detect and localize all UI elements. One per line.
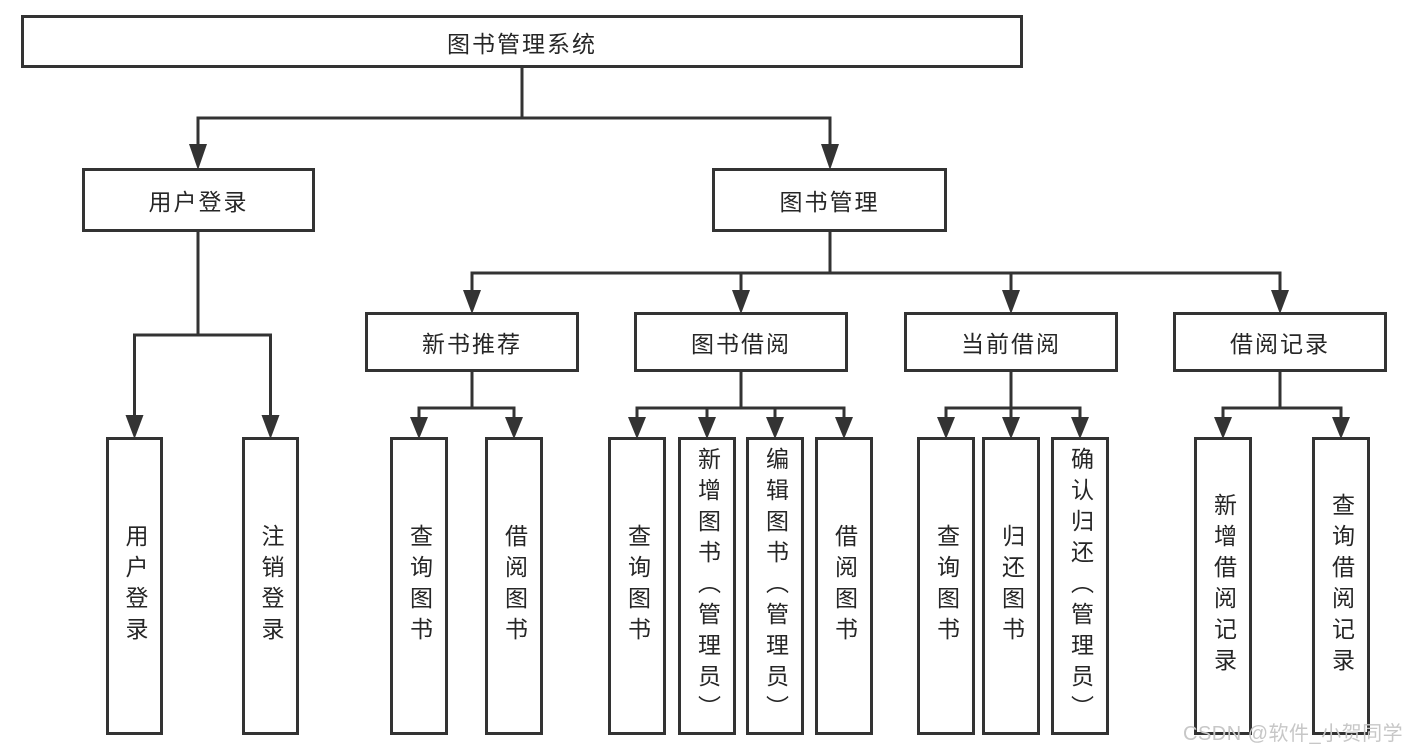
leaf-borrow-books-borrowing: 借阅图书 [815, 437, 873, 735]
leaf-add-borrow-record-label: 新增借阅记录 [1210, 493, 1237, 679]
leaf-borrow-books-borrowing-label: 借阅图书 [831, 524, 858, 648]
leaf-logout: 注销登录 [242, 437, 299, 735]
leaf-add-books-admin-label: 新增图书（管理员） [694, 446, 721, 726]
leaf-query-books-borrowing-label: 查询图书 [624, 524, 651, 648]
edge-current-children [937, 370, 1089, 439]
edge-book-mgmt-to-level3 [463, 230, 1289, 314]
edge-records-children [1214, 370, 1350, 439]
leaf-return-books-label: 归还图书 [998, 524, 1025, 648]
leaf-query-books-borrowing: 查询图书 [608, 437, 666, 735]
watermark-text: CSDN @软件_小贺同学 [1183, 723, 1404, 745]
node-current-borrowing-label: 当前借阅 [961, 331, 1061, 357]
node-new-book-recommendation-label: 新书推荐 [422, 331, 522, 357]
edge-recommend-children [410, 370, 523, 439]
edge-user-login-children [125, 230, 280, 439]
node-new-book-recommendation: 新书推荐 [365, 312, 579, 372]
node-borrowing-records-label: 借阅记录 [1230, 331, 1330, 357]
node-book-management: 图书管理 [712, 168, 947, 232]
leaf-edit-books-admin: 编辑图书（管理员） [746, 437, 804, 735]
leaf-user-login: 用户登录 [106, 437, 163, 735]
leaf-query-books-recommend: 查询图书 [390, 437, 448, 735]
node-borrowing-records: 借阅记录 [1173, 312, 1387, 372]
leaf-confirm-return-admin-label: 确认归还（管理员） [1067, 446, 1094, 726]
node-user-login-label: 用户登录 [148, 189, 249, 215]
leaf-query-borrow-record: 查询借阅记录 [1312, 437, 1370, 735]
leaf-user-login-label: 用户登录 [122, 524, 148, 648]
leaf-add-books-admin: 新增图书（管理员） [678, 437, 736, 735]
edge-root-to-level2 [189, 66, 839, 170]
leaf-borrow-books-recommend: 借阅图书 [485, 437, 543, 735]
leaf-confirm-return-admin: 确认归还（管理员） [1051, 437, 1109, 735]
node-root: 图书管理系统 [21, 15, 1023, 68]
node-current-borrowing: 当前借阅 [904, 312, 1118, 372]
leaf-query-books-current: 查询图书 [917, 437, 975, 735]
node-book-borrowing: 图书借阅 [634, 312, 848, 372]
node-book-borrowing-label: 图书借阅 [691, 331, 791, 357]
leaf-query-borrow-record-label: 查询借阅记录 [1328, 493, 1355, 679]
leaf-borrow-books-recommend-label: 借阅图书 [501, 524, 528, 648]
leaf-logout-label: 注销登录 [258, 524, 284, 648]
edge-borrowing-children [628, 370, 853, 439]
node-user-login: 用户登录 [82, 168, 315, 232]
leaf-return-books: 归还图书 [982, 437, 1040, 735]
leaf-edit-books-admin-label: 编辑图书（管理员） [762, 446, 789, 726]
leaf-query-books-current-label: 查询图书 [933, 524, 960, 648]
node-root-label: 图书管理系统 [447, 30, 597, 57]
node-book-management-label: 图书管理 [779, 189, 880, 215]
leaf-add-borrow-record: 新增借阅记录 [1194, 437, 1252, 735]
leaf-query-books-recommend-label: 查询图书 [406, 524, 433, 648]
